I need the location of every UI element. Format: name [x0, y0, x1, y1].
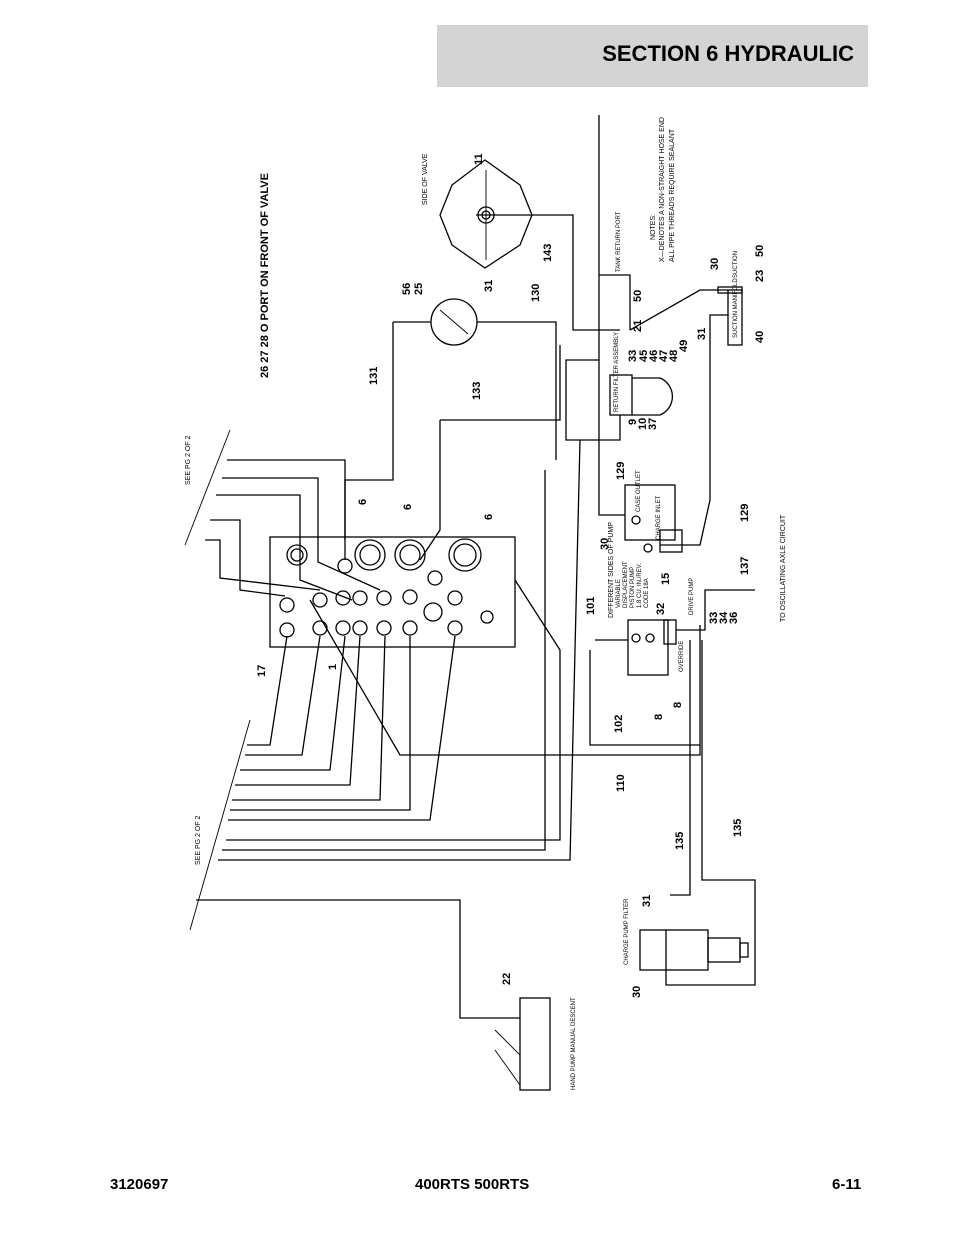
- drive-pump-label: DRIVE PUMP: [689, 578, 695, 615]
- callout-130: 130: [530, 284, 542, 302]
- override-label: OVERRIDE: [679, 641, 685, 672]
- callout-133: 133: [471, 382, 483, 400]
- callout-32: 32: [655, 603, 667, 615]
- callout-101: 101: [585, 597, 597, 615]
- callout-34: 34: [718, 611, 730, 624]
- callout-110: 110: [615, 774, 627, 792]
- footer-model: 400RTS 500RTS: [415, 1176, 530, 1193]
- side-of-valve-block: [439, 159, 533, 269]
- notes-title: NOTES:: [650, 214, 657, 240]
- callout-6b: 6: [402, 504, 414, 510]
- case-outlet-label: CASE OUTLET: [636, 470, 642, 512]
- pump-spec-line: CODE 18A: [644, 578, 650, 608]
- pump-spec-line: PISTON PUMP: [630, 567, 636, 608]
- charge-pump-filter: [639, 929, 749, 971]
- callout-31c: 31: [641, 895, 653, 907]
- note-1: X—DENOTES A NON-STRAIGHT HOSE END: [659, 117, 666, 262]
- callout-23: 23: [754, 270, 766, 282]
- callout-143: 143: [542, 244, 554, 262]
- callout-48: 48: [668, 350, 680, 362]
- return-filter-assembly: [609, 374, 673, 416]
- callout-50b: 50: [754, 245, 766, 257]
- tank-return-label: TANK RETURN PORT: [616, 211, 622, 272]
- callout-21: 21: [632, 320, 644, 332]
- pump-spec-line: VARIABLE: [616, 579, 622, 608]
- side-of-valve-label: SIDE OF VALVE: [422, 153, 429, 205]
- callout-6c: 6: [483, 514, 495, 520]
- callout-25: 25: [413, 283, 425, 295]
- callout-37: 37: [647, 418, 659, 430]
- callout-22: 22: [501, 973, 513, 985]
- callout-31b: 31: [696, 328, 708, 340]
- see-pg-top: SEE PG 2 OF 2: [185, 435, 192, 485]
- callout-40: 40: [754, 331, 766, 343]
- charge-pump-filter-label: CHARGE PUMP FILTER: [624, 898, 630, 965]
- callout-10: 10: [637, 418, 649, 430]
- gear-pump: [624, 484, 683, 553]
- callout-8b: 8: [672, 702, 684, 708]
- callout-30d: 30: [631, 986, 643, 998]
- callout-33a: 33: [627, 350, 639, 362]
- callout-6a: 6: [357, 499, 369, 505]
- hand-pump: [494, 997, 551, 1091]
- callout-135b: 135: [732, 819, 744, 837]
- return-filter-label: RETURN FILTER ASSEMBLY: [614, 332, 620, 412]
- hand-pump-label: HAND PUMP MANUAL DESCENT: [571, 997, 577, 1090]
- charge-inlet-label: CHARGE INLET: [656, 495, 662, 540]
- callout-31a: 31: [483, 280, 495, 292]
- callout-135a: 135: [674, 832, 686, 850]
- callout-30c: 30: [599, 538, 611, 550]
- callout-129b: 129: [739, 504, 751, 522]
- callout-30a: 30: [709, 258, 721, 270]
- schematic-notes: 26 27 28 O PORT ON FRONT OF VALVE SEE PG…: [185, 117, 787, 1090]
- callout-102: 102: [613, 715, 625, 733]
- callout-9: 9: [627, 419, 639, 425]
- footer-page-number: 6-11: [832, 1176, 862, 1193]
- pump-spec-lines: VARIABLE DISPLACEMENT PISTON PUMP 1.8 CU…: [616, 561, 650, 608]
- drive-pump: [627, 619, 677, 676]
- callout-56: 56: [401, 283, 413, 295]
- callout-45: 45: [638, 350, 650, 362]
- callout-1: 1: [327, 664, 339, 670]
- suction-manifold-label: SUCTION MANIFOLD: [733, 278, 739, 338]
- see-pg-bottom: SEE PG 2 OF 2: [195, 815, 202, 865]
- section-title: SECTION 6 HYDRAULIC: [602, 41, 854, 66]
- port-front-note: 26 27 28 O PORT ON FRONT OF VALVE: [259, 173, 271, 378]
- callout-33b: 33: [708, 612, 720, 624]
- different-sides-label: DIFFERENT SIDES OF PUMP: [608, 522, 615, 618]
- suction-label: SUCTION: [733, 251, 739, 278]
- callout-50a: 50: [632, 290, 644, 302]
- pump-spec-line: 1.8 CU. IN./REV.: [637, 563, 643, 608]
- to-oscillating-label: TO OSCILLATING AXLE CIRCUIT: [780, 514, 787, 622]
- callout-49: 49: [678, 340, 690, 352]
- callout-36: 36: [728, 612, 740, 624]
- note-2: ALL PIPE THREADS REQUIRE SEALANT: [669, 128, 676, 262]
- callout-11: 11: [473, 153, 485, 165]
- callout-8a: 8: [653, 714, 665, 720]
- callout-17: 17: [256, 665, 268, 677]
- callout-labels: 11 143 56 25 31 130 131 50 21 133 33 45 …: [256, 153, 766, 998]
- callout-47: 47: [658, 350, 670, 362]
- footer-doc-number: 3120697: [110, 1176, 169, 1193]
- flow-divider-unit: [430, 298, 478, 346]
- callout-46: 46: [648, 350, 660, 362]
- callout-15: 15: [660, 573, 672, 585]
- main-control-valve: [269, 536, 516, 648]
- callout-137: 137: [739, 557, 751, 575]
- pump-spec-line: DISPLACEMENT: [623, 561, 629, 608]
- section-header-bar: SECTION 6 HYDRAULIC: [437, 25, 868, 87]
- callout-129a: 129: [615, 462, 627, 480]
- callout-131: 131: [368, 367, 380, 385]
